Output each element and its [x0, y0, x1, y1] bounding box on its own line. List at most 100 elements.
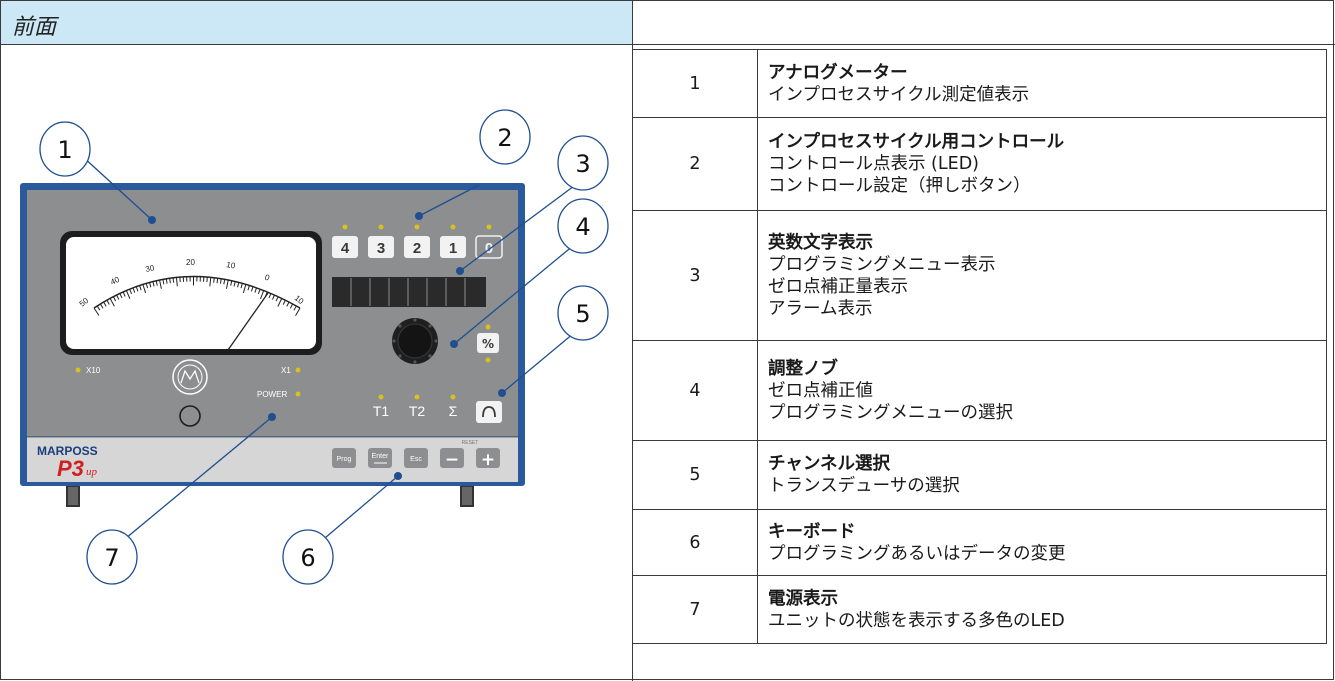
callout-1: 1 [39, 121, 91, 177]
control-button-1[interactable]: 1 [440, 236, 466, 258]
prog-key[interactable]: Prog [332, 448, 356, 468]
control-button-4[interactable]: 4 [332, 236, 358, 258]
control-button-2[interactable]: 2 [404, 236, 430, 258]
callout-7: 7 [86, 529, 138, 585]
table-row: 6 キーボード プログラミングあるいはデータの変更 [632, 509, 1327, 576]
item-description: 調整ノブ ゼロ点補正値 プログラミングメニューの選択 [757, 340, 1327, 441]
minus-key-label: − [445, 450, 459, 470]
item-title: チャンネル選択 [768, 454, 890, 474]
meter-tick [237, 282, 240, 288]
meter-tick [289, 303, 294, 309]
header-divider [0, 44, 1335, 45]
meter-tick [275, 296, 279, 302]
meter-tick [152, 281, 155, 287]
item-title: 電源表示 [768, 588, 838, 609]
meter-tick [169, 278, 171, 284]
channel-leds [378, 394, 456, 400]
meter-tick [122, 291, 126, 297]
callout-number: 6 [300, 544, 315, 572]
adjustment-knob[interactable] [392, 318, 438, 364]
item-line: コントロール設定（押しボタン） [768, 176, 1031, 196]
meter-tick [93, 307, 100, 316]
zero-led-top [485, 324, 491, 330]
meter-tick [250, 286, 254, 292]
meter-tick [240, 283, 243, 289]
power-label: POWER [257, 390, 287, 399]
item-description: キーボード プログラミングあるいはデータの変更 [757, 509, 1327, 576]
minus-key[interactable]: − [440, 448, 464, 470]
meter-tick [99, 303, 104, 309]
callout-number: 3 [575, 150, 590, 178]
callout-2: 2 [479, 109, 531, 165]
item-line: トランスデューサの選択 [768, 476, 960, 496]
callout-5: 5 [557, 285, 609, 341]
meter-scale-label: 30 [145, 263, 156, 274]
meter-tick [268, 293, 272, 299]
meter-tick [165, 278, 168, 284]
channel-select-button[interactable] [476, 401, 502, 423]
analog-meter: 50 40 30 20 10 0 10 [60, 231, 322, 355]
device-front-illustration: 50 40 30 20 10 0 10 X10 X1 POWER 4 3 2 [20, 109, 609, 585]
control-button-0[interactable]: 0 [475, 235, 503, 259]
item-number: 4 [632, 340, 758, 441]
esc-key[interactable]: Esc [404, 448, 428, 468]
power-led [295, 391, 301, 397]
component-table: 1 アナログメーター インプロセスサイクル測定値表示 2 インプロセスサイクル用… [632, 49, 1327, 644]
meter-tick [142, 284, 147, 294]
callout-number: 1 [57, 136, 72, 164]
item-number: 5 [632, 440, 758, 510]
meter-tick [230, 280, 233, 286]
callout-number: 4 [575, 213, 590, 241]
callout-4: 4 [557, 198, 609, 254]
meter-tick [139, 285, 142, 291]
meter-tick [175, 277, 178, 287]
meter-scale-label: 40 [109, 275, 121, 287]
item-line: プログラミングメニューの選択 [768, 402, 1013, 423]
meter-tick [295, 307, 301, 317]
table-row: 1 アナログメーター インプロセスサイクル測定値表示 [632, 49, 1327, 118]
table-row: 4 調整ノブ ゼロ点補正値 プログラミングメニューの選択 [632, 340, 1327, 441]
item-line: インプロセスサイクル測定値表示 [768, 84, 1030, 105]
meter-scale-label: 0 [263, 273, 271, 283]
plus-key[interactable]: + [476, 448, 500, 470]
control-button-label: 0 [485, 240, 493, 257]
item-line: ユニットの状態を表示する多色のLED [768, 610, 1065, 631]
enter-key[interactable]: Enter [368, 448, 392, 468]
control-button-label: 1 [449, 240, 457, 257]
cycle-arrow-icon [482, 406, 496, 418]
header-band [1, 1, 632, 44]
item-description: 電源表示 ユニットの状態を表示する多色のLED [757, 575, 1327, 644]
control-button-3[interactable]: 3 [368, 236, 394, 258]
table-row: 7 電源表示 ユニットの状態を表示する多色のLED [632, 575, 1327, 644]
model-label: P3 [57, 456, 84, 481]
meter-tick [145, 283, 149, 289]
meter-tick [225, 279, 229, 289]
meter-scale-label: 20 [186, 258, 195, 267]
callout-dots [148, 212, 506, 480]
reset-label: RESET [462, 440, 479, 446]
item-number: 2 [632, 117, 758, 211]
meter-tick [129, 288, 133, 294]
item-line: ゼロ点補正値 [768, 380, 873, 401]
callout-leaders [81, 155, 575, 550]
meter-tick [106, 299, 110, 305]
control-button-label: 3 [377, 240, 385, 257]
item-number: 3 [632, 210, 758, 341]
table-row: 5 チャンネル選択 トランスデューサの選択 [632, 440, 1327, 510]
item-line: アラーム表示 [768, 298, 873, 319]
item-number: 7 [632, 575, 758, 644]
meter-tick [282, 299, 286, 305]
callout-number: 2 [497, 124, 512, 152]
meter-tick [242, 284, 247, 294]
model-suffix-label: up [86, 466, 98, 478]
callout-number: 5 [575, 300, 590, 328]
meter-tick [149, 282, 152, 288]
meter-tick [119, 293, 123, 299]
power-button[interactable] [179, 405, 201, 427]
meter-tick [277, 298, 283, 307]
item-title: 英数文字表示 [768, 232, 873, 253]
brand-label: MARPOSS [37, 444, 98, 458]
callout-number: 7 [104, 544, 119, 572]
zero-setting-button[interactable]: % [477, 333, 499, 353]
